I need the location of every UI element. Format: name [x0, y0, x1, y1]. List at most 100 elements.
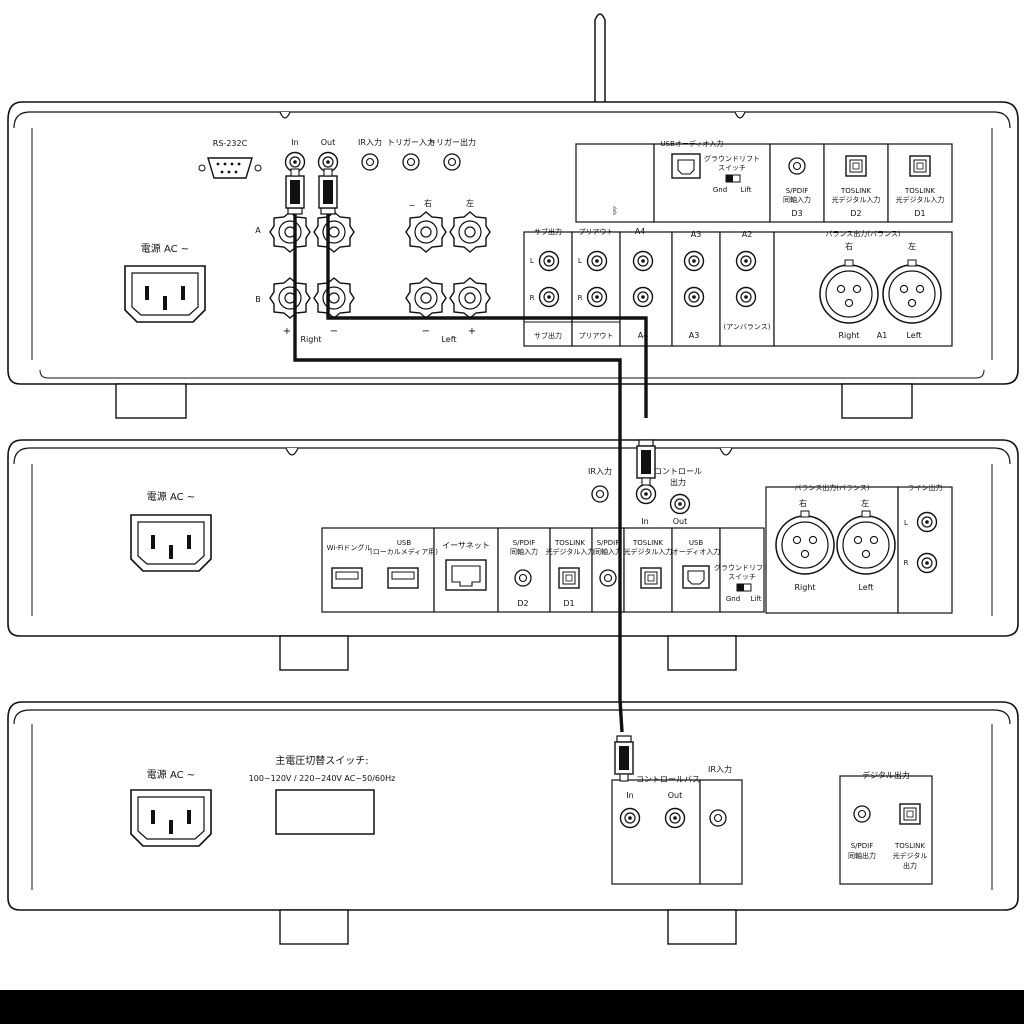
amp-d2-optical: 光デジタル入力: [832, 195, 881, 204]
amp-out-plug: [318, 168, 338, 215]
streamer-usb-audio-label: USB: [689, 539, 704, 547]
streamer-d1-label: D1: [563, 599, 574, 608]
speaker-a-left-minus[interactable]: [405, 211, 447, 253]
transport-foot-right: [667, 909, 737, 945]
line-out-l-jack[interactable]: [916, 511, 938, 533]
speaker-b-right-minus[interactable]: [313, 277, 355, 319]
sub-out-l-jack[interactable]: [538, 250, 560, 272]
transport-optical-label: 光デジタル: [893, 851, 928, 860]
amp-d3-label: D3: [791, 209, 802, 218]
sub-out-r-jack[interactable]: [538, 286, 560, 308]
amp-ir-jack[interactable]: [361, 153, 379, 171]
amp-d3-spdif: S/PDIF: [786, 187, 809, 195]
streamer-ground-lift-switch[interactable]: [736, 583, 752, 592]
streamer-power-inlet[interactable]: [130, 514, 212, 572]
speaker-b-right-plus[interactable]: [269, 277, 311, 319]
streamer-d2-spdif: S/PDIF: [513, 539, 536, 547]
rs232-port[interactable]: [198, 157, 262, 179]
streamer-usb-b-port[interactable]: [682, 565, 710, 589]
amp-xlr-left-label: Left: [906, 331, 921, 340]
amplifier-unit: RS-232C In Out IR入力 トリガー入力 トリガー出力 電源 AC …: [7, 13, 1019, 419]
speaker-a-label: A: [255, 226, 261, 235]
streamer-d1-toslink: TOSLINK: [554, 539, 585, 547]
amp-d3-coax: 同軸入力: [783, 195, 811, 204]
speaker-b-left-plus[interactable]: [449, 277, 491, 319]
streamer-toslink-d1[interactable]: [558, 567, 580, 589]
amp-ground-lift-label-2: スイッチ: [718, 164, 746, 172]
amp-digital-input-panel: [575, 143, 953, 223]
amp-toslink-d2[interactable]: [845, 155, 867, 177]
speaker-a-left-plus[interactable]: [449, 211, 491, 253]
a3-label-top: A3: [691, 230, 702, 239]
amp-coax-d3-jack[interactable]: [788, 157, 806, 175]
streamer-control-out-jack[interactable]: [669, 493, 691, 515]
amp-toslink-d1[interactable]: [909, 155, 931, 177]
streamer-d2-label: D2: [517, 599, 528, 608]
transport-foot-left: [279, 909, 349, 945]
voltage-title: 主電圧切替スイッチ:: [275, 754, 368, 767]
streamer-unit: 電源 AC ~ IR入力 コントロール 出力 In Out Wi-Fiドングル …: [7, 439, 1019, 671]
a4-label-bottom: A4: [638, 331, 649, 340]
pre-out-r-jack[interactable]: [586, 286, 608, 308]
media-usb-port[interactable]: [387, 567, 419, 589]
pre-r-label: R: [578, 294, 583, 302]
transport-control-out-jack[interactable]: [664, 807, 686, 829]
a2-r-jack[interactable]: [735, 286, 757, 308]
streamer-d1-optical: 光デジタル入力: [546, 547, 595, 556]
streamer-control-in-jack[interactable]: [635, 483, 657, 505]
streamer-toslink-2-port[interactable]: [640, 567, 662, 589]
a2-l-jack[interactable]: [735, 250, 757, 272]
transport-coax-label: 同軸出力: [848, 851, 876, 860]
trigger-out-label: トリガー出力: [428, 137, 476, 147]
ethernet-port[interactable]: [445, 559, 487, 591]
streamer-gnd: Gnd: [726, 595, 740, 603]
digital-out-panel: [839, 775, 933, 885]
transport-control-in-jack[interactable]: [619, 807, 641, 829]
transport-power-inlet[interactable]: [130, 789, 212, 847]
a3-l-jack[interactable]: [683, 250, 705, 272]
streamer-coax-jack-2[interactable]: [599, 569, 617, 587]
amp-ground-lift-switch[interactable]: [725, 174, 741, 183]
amp-power-inlet[interactable]: [124, 265, 206, 323]
speaker-left-plus: +: [468, 326, 476, 337]
a3-r-jack[interactable]: [683, 286, 705, 308]
amp-power-label: 電源 AC ~: [141, 242, 189, 255]
wifi-usb-port[interactable]: [331, 567, 363, 589]
streamer-xlr-right-jp: 右: [799, 498, 807, 508]
speaker-left-label: Left: [441, 335, 456, 344]
streamer-d2-coax: 同軸入力: [510, 547, 538, 556]
bluetooth-icon: ᛒ: [612, 206, 618, 217]
streamer-coax-d2-jack[interactable]: [514, 569, 532, 587]
amp-ir-label: IR入力: [358, 137, 382, 147]
amp-usb-audio-label: USBオーディオ入力: [661, 139, 724, 148]
transport-spdif-label: S/PDIF: [851, 842, 874, 850]
speaker-a-right-minus[interactable]: [313, 211, 355, 253]
trigger-in-jack[interactable]: [402, 153, 420, 171]
speaker-b-left-minus[interactable]: [405, 277, 447, 319]
trigger-out-jack[interactable]: [443, 153, 461, 171]
voltage-switch[interactable]: [275, 789, 375, 835]
speaker-b-label: B: [255, 295, 261, 304]
speaker-left-minus: −: [422, 326, 430, 337]
transport-ir-label: IR入力: [708, 764, 732, 774]
transport-power-label: 電源 AC ~: [147, 768, 195, 781]
amp-control-in-label: In: [291, 138, 298, 147]
amp-usb-b-port[interactable]: [671, 153, 701, 179]
streamer-coax-2: 同軸入力: [594, 547, 622, 556]
a1-label: A1: [877, 331, 888, 340]
streamer-control-label: コントロール: [654, 467, 702, 476]
line-out-r-jack[interactable]: [916, 552, 938, 574]
transport-in-label: In: [626, 791, 633, 800]
streamer-ir-jack[interactable]: [591, 485, 609, 503]
transport-ir-jack[interactable]: [709, 809, 727, 827]
transport-toslink-out[interactable]: [899, 803, 921, 825]
a4-r-jack[interactable]: [632, 286, 654, 308]
speaker-a-right-plus[interactable]: [269, 211, 311, 253]
amp-d1-optical: 光デジタル入力: [896, 195, 945, 204]
streamer-usb-audio-label-2: オーディオ入力: [672, 547, 721, 556]
pre-out-l-jack[interactable]: [586, 250, 608, 272]
transport-coax-out-jack[interactable]: [853, 805, 871, 823]
transport-unit: 電源 AC ~ 主電圧切替スイッチ: 100~120V / 220~240V A…: [7, 701, 1019, 945]
a4-l-jack[interactable]: [632, 250, 654, 272]
trigger-in-label: トリガー入力: [387, 137, 435, 147]
